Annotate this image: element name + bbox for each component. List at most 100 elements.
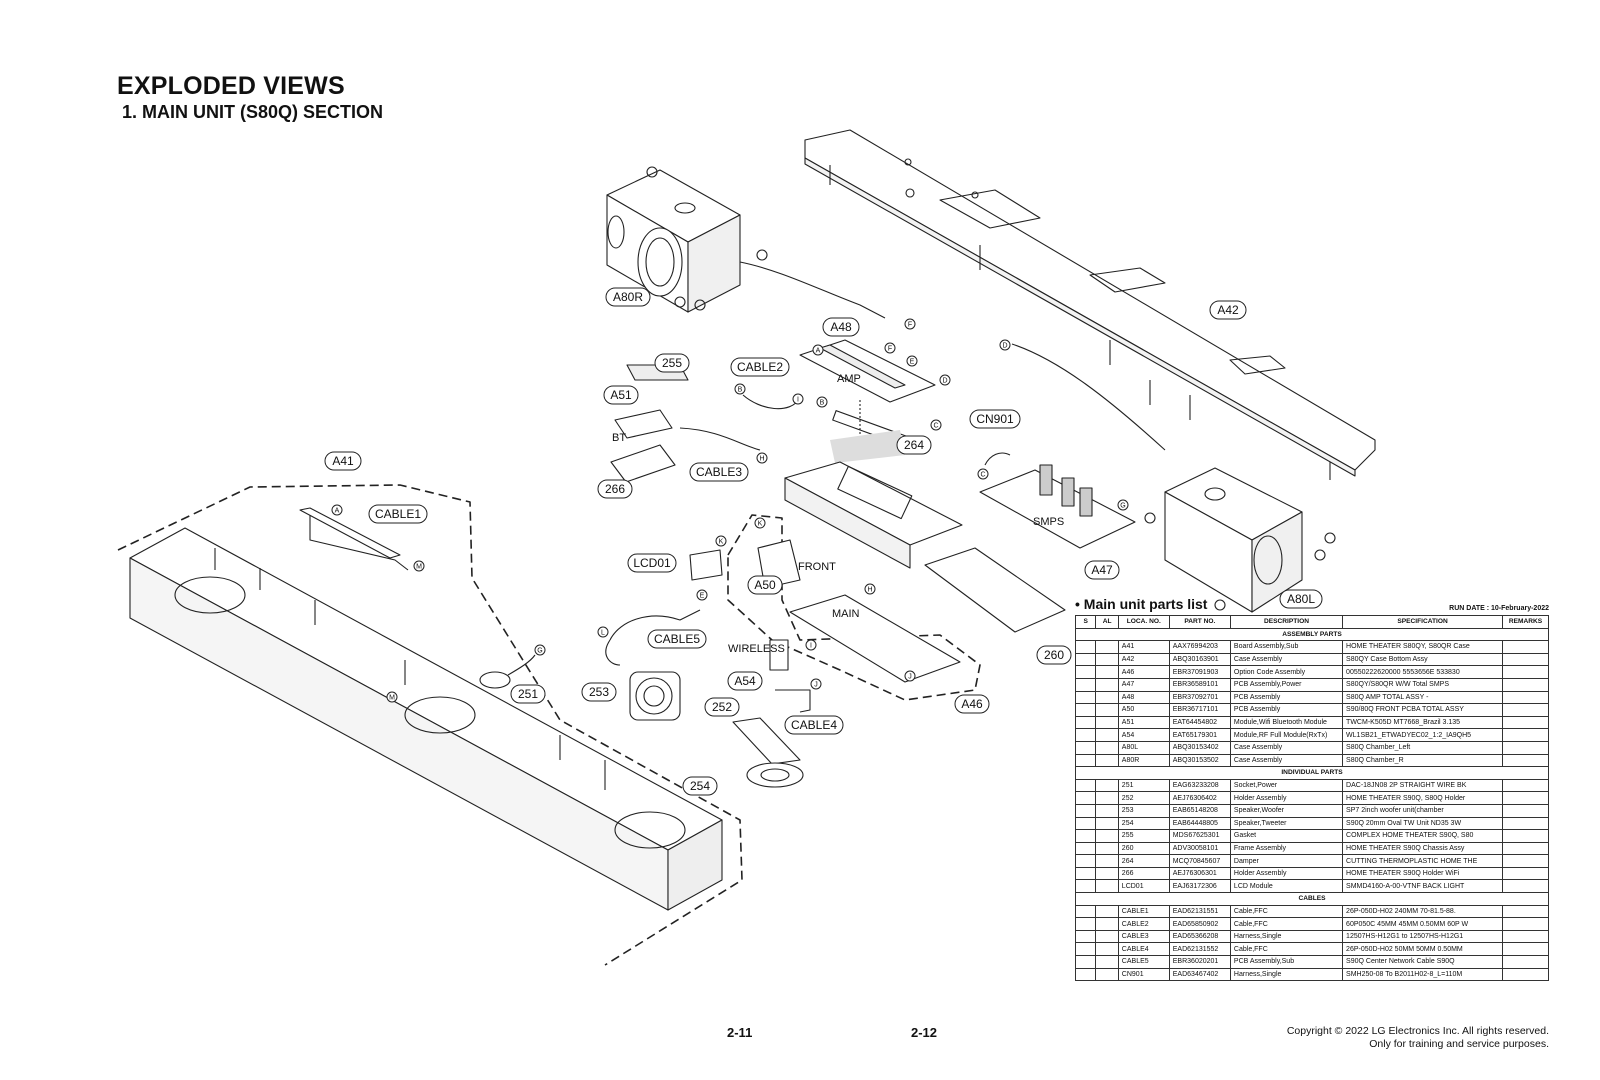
table-cell: EAD62131551 <box>1168 904 1231 919</box>
svg-text:251: 251 <box>518 687 538 701</box>
table-cell: Harness,Single <box>1229 929 1344 944</box>
table-cell: Module,RF Full Module(RxTx) <box>1229 728 1344 742</box>
table-cell <box>1095 829 1119 843</box>
svg-text:K: K <box>719 539 724 546</box>
chassis-frame-260 <box>784 461 1066 633</box>
cable2-ffc <box>742 394 801 410</box>
svg-text:D: D <box>1002 343 1007 350</box>
table-cell: PCB Assembly,Sub <box>1229 955 1344 969</box>
table-cell: SP7 2inch woofer unit(chamber <box>1342 803 1504 818</box>
table-cell: EAD65366208 <box>1168 929 1231 944</box>
svg-text:G: G <box>537 648 542 655</box>
table-cell: Socket,Power <box>1229 778 1344 793</box>
table-cell: EAD63467402 <box>1168 967 1231 982</box>
callout-a51: A51 <box>603 385 639 405</box>
table-cell <box>1502 942 1549 957</box>
table-cell: LCD Module <box>1229 879 1344 894</box>
page-number-left: 2-11 <box>727 1025 753 1040</box>
table-cell: Speaker,Woofer <box>1229 803 1344 818</box>
table-cell: S80QY/S80QR W/W Total SMPS <box>1342 677 1504 692</box>
table-cell <box>1502 690 1549 705</box>
table-cell <box>1074 917 1097 931</box>
label-wireless: WIRELESS <box>728 643 785 655</box>
table-cell: Case Assembly <box>1229 652 1344 667</box>
section-row: ASSEMBLY PARTS <box>1075 627 1549 642</box>
svg-text:J: J <box>814 682 818 689</box>
svg-text:A80L: A80L <box>1287 592 1315 606</box>
table-cell: Cable,FFC <box>1229 942 1344 957</box>
table-cell <box>1074 955 1097 969</box>
table-cell: 60P050C 45MM 45MM 0.50MM 60P W <box>1342 917 1504 931</box>
svg-text:CABLE4: CABLE4 <box>791 718 837 732</box>
connector-c-1: C <box>930 419 942 431</box>
table-cell <box>1502 715 1549 730</box>
smps-board-a47 <box>979 452 1136 549</box>
table-cell: HOME THEATER S90Q, S80Q Holder <box>1342 791 1504 805</box>
table-cell: 26P-050D-H02 240MM 70-81.5-88. <box>1342 904 1504 919</box>
table-cell <box>1074 728 1097 742</box>
table-cell: CABLE5 <box>1117 955 1170 969</box>
table-cell: 264 <box>1117 854 1170 868</box>
svg-text:A48: A48 <box>830 320 852 334</box>
table-cell: A51 <box>1117 715 1170 730</box>
table-cell: S80Q Chamber_R <box>1342 753 1504 768</box>
table-cell <box>1074 803 1097 818</box>
table-cell: CABLE1 <box>1117 904 1170 919</box>
table-cell: MCQ70845607 <box>1168 854 1231 868</box>
table-cell: 252 <box>1117 791 1170 805</box>
table-cell: HOME THEATER S80QY, S80QR Case <box>1342 640 1504 654</box>
table-cell <box>1095 640 1119 654</box>
table-cell: EAD65850902 <box>1168 917 1231 931</box>
table-cell <box>1095 854 1119 868</box>
callout-a41: A41 <box>324 451 362 471</box>
table-cell: Cable,FFC <box>1229 917 1344 931</box>
connector-k-2: K <box>715 535 727 547</box>
table-cell <box>1502 829 1549 843</box>
table-cell: Cable,FFC <box>1229 904 1344 919</box>
table-cell <box>1095 929 1119 944</box>
section-label: ASSEMBLY PARTS <box>1075 627 1549 642</box>
table-cell <box>1095 665 1119 679</box>
woofer-253 <box>629 671 681 721</box>
table-cell: Harness,Single <box>1229 967 1344 982</box>
table-cell: Damper <box>1229 854 1344 868</box>
callout-a50: A50 <box>747 575 783 595</box>
svg-text:CABLE5: CABLE5 <box>654 632 700 646</box>
connector-k-1: K <box>754 517 766 529</box>
connector-a-2: A <box>331 504 343 516</box>
table-cell <box>1095 879 1119 894</box>
table-cell: DAC-18JN08 2P STRAIGHT WIRE BK <box>1342 778 1504 793</box>
column-header: AL <box>1095 615 1119 629</box>
connector-j-1: J <box>904 670 916 682</box>
svg-text:A54: A54 <box>734 674 756 688</box>
table-cell: 266 <box>1117 866 1170 881</box>
svg-text:A: A <box>335 508 340 515</box>
callout-lcd01: LCD01 <box>627 553 677 573</box>
table-cell <box>1502 917 1549 931</box>
callouts: A80R A48 A42 255 CABLE2 A51 264 CN901 A4… <box>324 287 1323 796</box>
table-cell: ABQ30163901 <box>1168 652 1231 667</box>
table-cell <box>1502 728 1549 742</box>
column-header: SPECIFICATION <box>1342 615 1504 629</box>
callout-cn901: CN901 <box>969 409 1021 429</box>
table-cell <box>1074 929 1097 944</box>
table-cell: WL1SB21_ETWADYEC02_1:2_IA9QH5 <box>1342 728 1504 742</box>
table-cell <box>1095 753 1119 768</box>
callout-cable4: CABLE4 <box>784 715 844 735</box>
connector-g-1: G <box>1117 499 1129 511</box>
column-header: PART NO. <box>1168 615 1231 629</box>
callout-255: 255 <box>654 353 690 373</box>
table-cell <box>1074 677 1097 692</box>
table-cell: S90Q Center Network Cable S90Q <box>1342 955 1504 969</box>
table-cell <box>1074 652 1097 667</box>
table-cell: Holder Assembly <box>1229 866 1344 881</box>
table-cell <box>1095 728 1119 742</box>
label-smps: SMPS <box>1033 516 1064 528</box>
svg-text:E: E <box>700 593 705 600</box>
